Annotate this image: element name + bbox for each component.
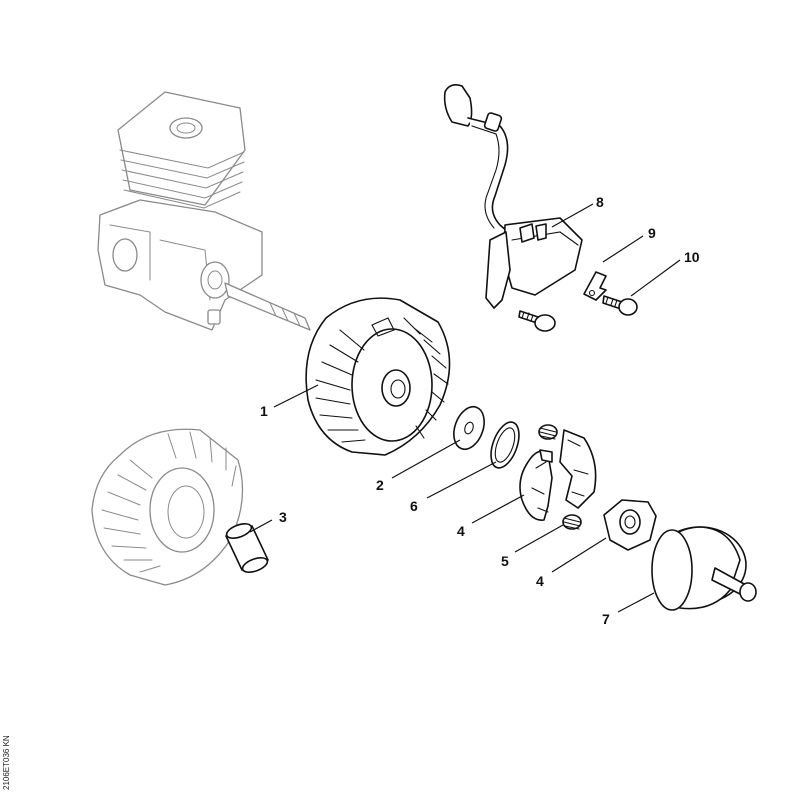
callout-1: 1 (260, 403, 268, 419)
callout-4: 4 (457, 523, 465, 539)
clutch-shoe-left (519, 449, 553, 521)
leader-lines (249, 203, 681, 613)
ring-washer (490, 421, 520, 469)
clutch-spring-top (538, 424, 558, 440)
washer (453, 405, 485, 451)
drawing-code: 2106ET036 KN (2, 735, 11, 790)
callout-9: 9 (648, 225, 656, 241)
callout-7: 7 (602, 611, 610, 627)
fan-housing (91, 428, 244, 586)
callout-6: 6 (410, 498, 418, 514)
clutch-hub (603, 499, 657, 551)
callout-8: 8 (596, 194, 604, 210)
screw-10 (602, 295, 638, 316)
callout-4-hub: 4 (536, 573, 544, 589)
module-screw (518, 310, 556, 332)
callout-10: 10 (684, 249, 700, 265)
engine-block (97, 91, 311, 331)
clutch-spring-bottom (562, 514, 582, 530)
callout-5: 5 (501, 553, 509, 569)
flywheel (305, 297, 451, 456)
clutch-drum (651, 526, 757, 611)
ignition-module (443, 84, 583, 309)
bushing (225, 523, 269, 573)
callout-2: 2 (376, 477, 384, 493)
grounding-clip (583, 271, 607, 301)
clutch-shoe-right (559, 429, 597, 509)
callout-3: 3 (279, 509, 287, 525)
